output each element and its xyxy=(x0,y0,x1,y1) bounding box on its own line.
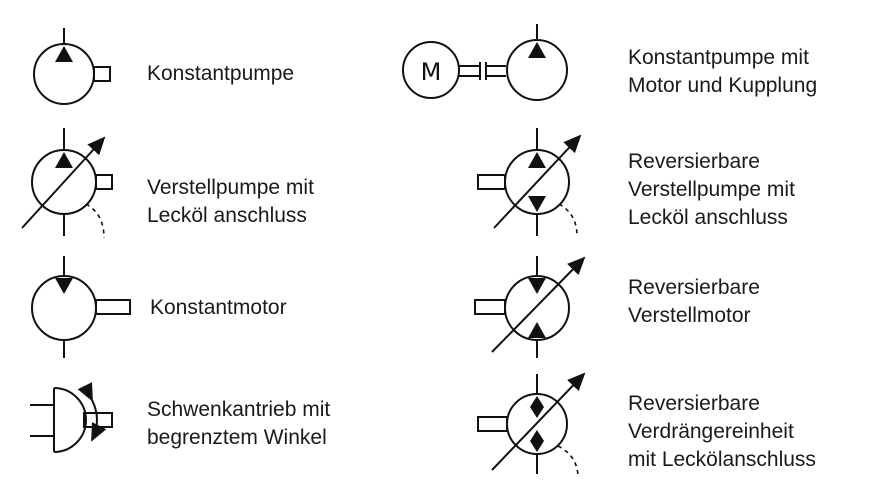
rev-verstellpumpe-symbol xyxy=(477,128,582,237)
label-line: Verstellmotor xyxy=(628,304,751,327)
schwenkantrieb-label: Schwenkantrieb mit begrenztem Winkel xyxy=(147,396,330,452)
konstantmotor-symbol xyxy=(31,256,131,358)
label-line: Konstantpumpe mit xyxy=(628,46,809,69)
label-line: Lecköl anschluss xyxy=(147,204,307,227)
konstantmotor-label: Konstantmotor xyxy=(150,294,287,322)
motor-letter: M xyxy=(421,58,442,86)
label-line: Reversierbare xyxy=(628,150,760,173)
label-line: Konstantpumpe xyxy=(147,62,295,85)
label-line: mit Leckölanschluss xyxy=(628,448,816,471)
label-line: Lecköl anschluss xyxy=(628,206,788,229)
konstantpumpe-symbol xyxy=(33,28,111,105)
label-line: Verstellpumpe mit xyxy=(147,176,314,199)
label-line: Konstantmotor xyxy=(150,296,287,319)
rev-verstellmotor-symbol xyxy=(474,256,586,358)
konstantpumpe-motor-symbol: M xyxy=(402,24,568,101)
label-line: Verstellpumpe mit xyxy=(628,178,795,201)
label-line: Verdrängereinheit xyxy=(628,420,794,443)
rev-verdraenger-label: Reversierbare Verdrängereinheit mit Leck… xyxy=(628,390,816,474)
schwenkantrieb-symbol xyxy=(30,382,113,453)
verstellpumpe-symbol xyxy=(21,128,113,239)
label-line: begrenztem Winkel xyxy=(147,426,327,449)
rev-verdraenger-symbol xyxy=(477,372,586,479)
label-line: Schwenkantrieb mit xyxy=(147,398,331,421)
label-line: Reversierbare xyxy=(628,276,760,299)
verstellpumpe-label: Verstellpumpe mit Lecköl anschluss xyxy=(147,174,314,230)
konstantpumpe-motor-label: Konstantpumpe mit Motor und Kupplung xyxy=(628,44,817,100)
label-line: Reversierbare xyxy=(628,392,760,415)
rev-verstellmotor-label: Reversierbare Verstellmotor xyxy=(628,274,760,330)
konstantpumpe-label: Konstantpumpe xyxy=(147,60,294,88)
rev-verstellpumpe-label: Reversierbare Verstellpumpe mit Lecköl a… xyxy=(628,148,795,232)
label-line: Motor und Kupplung xyxy=(628,74,818,97)
